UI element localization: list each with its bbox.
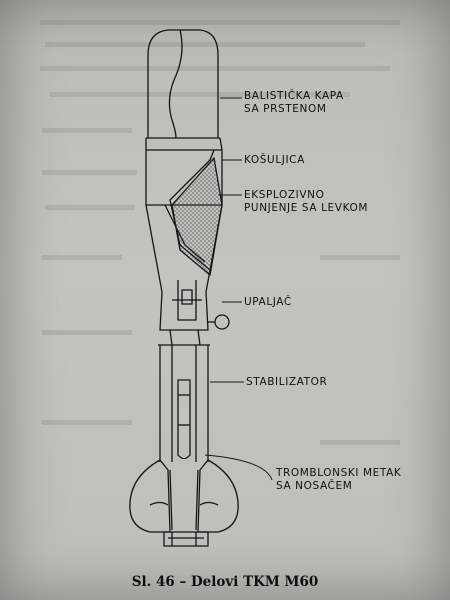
label-cartridge: TROMBLONSKI METAK SA NOSAČEM xyxy=(276,467,402,492)
stabilizer-tube xyxy=(158,344,210,462)
figure-caption: Sl. 46 – Delovi TKM M60 xyxy=(131,574,319,590)
label-stabilizer: STABILIZATOR xyxy=(246,376,328,388)
label-fuze: UPALJAČ xyxy=(244,296,292,308)
label-explosive-charge: EKSPLOZIVNO PUNJENJE SA LEVKOM xyxy=(244,189,369,214)
label-jacket: KOŠULJICA xyxy=(244,154,305,166)
tail-base xyxy=(163,531,209,547)
leader-lines xyxy=(204,97,273,481)
fins xyxy=(129,459,239,533)
label-ballistic-cap: BALISTIČKA KAPA SA PRSTENOM xyxy=(244,90,344,115)
explosive-charge xyxy=(171,157,223,276)
ballistic-cap xyxy=(145,29,223,151)
fuze xyxy=(159,280,230,346)
